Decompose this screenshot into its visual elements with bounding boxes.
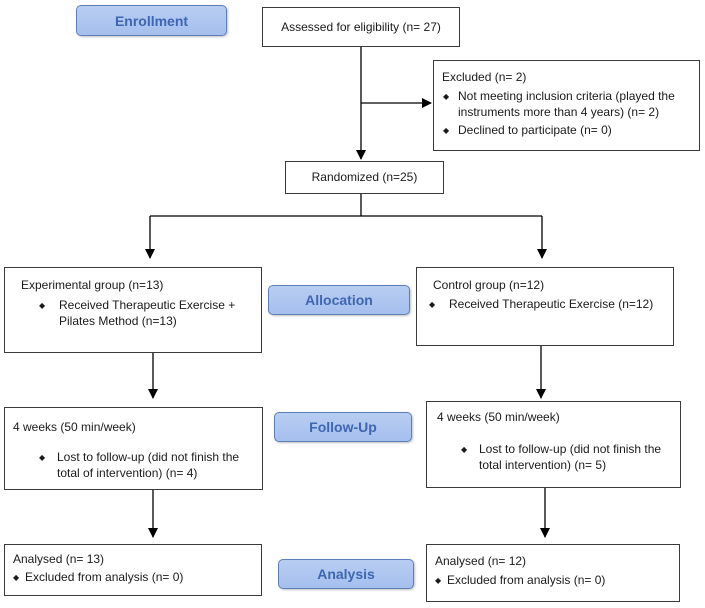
stage-allocation-label: Allocation: [305, 292, 373, 308]
excluded-title: Excluded (n= 2): [442, 70, 527, 84]
bullet-icon: ◆: [443, 92, 450, 101]
excluded-box: Excluded (n= 2) ◆ Not meeting inclusion …: [433, 60, 700, 151]
experimental-allocation-item-line-1: Received Therapeutic Exercise +: [59, 298, 236, 312]
control-excluded-analysis: Excluded from analysis (n= 0): [447, 573, 606, 587]
control-followup-box: 4 weeks (50 min/week) ◆ Lost to follow-u…: [426, 401, 681, 488]
experimental-excluded-analysis: Excluded from analysis (n= 0): [25, 570, 184, 584]
stage-enrollment: Enrollment: [76, 5, 227, 36]
control-followup-item-line-2: total intervention) (n= 5): [479, 458, 607, 472]
experimental-analysed: Analysed (n= 13): [13, 552, 105, 566]
bullet-icon: ◆: [39, 453, 46, 462]
bullet-icon: ◆: [13, 573, 20, 582]
assessed-text: Assessed for eligibility (n= 27): [281, 19, 441, 34]
assessed-box: Assessed for eligibility (n= 27): [262, 7, 460, 47]
control-analysis-box: Analysed (n= 12) ◆ Excluded from analysi…: [426, 544, 680, 602]
stage-analysis-label: Analysis: [317, 566, 375, 582]
control-followup-item-line-1: Lost to follow-up (did not finish the: [479, 442, 662, 456]
excluded-item-2: Declined to participate (n= 0): [458, 123, 612, 137]
experimental-allocation-item-line-2: Pilates Method (n=13): [59, 314, 177, 328]
experimental-followup-item-line-1: Lost to follow-up (did not finish the: [57, 450, 240, 464]
experimental-followup-title: 4 weeks (50 min/week): [13, 420, 136, 434]
bullet-icon: ◆: [429, 300, 436, 309]
experimental-allocation-title: Experimental group (n=13): [21, 278, 164, 292]
control-analysed: Analysed (n= 12): [435, 554, 527, 568]
bullet-icon: ◆: [461, 445, 468, 454]
bullet-icon: ◆: [443, 126, 450, 135]
control-allocation-box: Control group (n=12) ◆ Received Therapeu…: [416, 267, 674, 346]
stage-allocation: Allocation: [268, 285, 410, 315]
excluded-item-1-line-1: Not meeting inclusion criteria (played t…: [458, 89, 675, 103]
randomized-box: Randomized (n=25): [285, 161, 444, 194]
stage-follow-up: Follow-Up: [274, 412, 412, 442]
bullet-icon: ◆: [39, 301, 46, 310]
control-allocation-title: Control group (n=12): [433, 278, 545, 292]
stage-analysis: Analysis: [278, 559, 414, 589]
experimental-analysis-box: Analysed (n= 13) ◆ Excluded from analysi…: [4, 544, 262, 596]
experimental-followup-item-line-2: total of intervention) (n= 4): [57, 466, 198, 480]
experimental-followup-box: 4 weeks (50 min/week) ◆ Lost to follow-u…: [4, 407, 263, 490]
stage-follow-up-label: Follow-Up: [309, 419, 377, 435]
control-followup-title: 4 weeks (50 min/week): [437, 410, 560, 424]
stage-enrollment-label: Enrollment: [114, 12, 189, 29]
randomized-text: Randomized (n=25): [311, 170, 418, 184]
excluded-item-1-line-2: instruments more than 4 years) (n= 2): [458, 105, 660, 119]
experimental-allocation-box: Experimental group (n=13) ◆ Received The…: [4, 267, 262, 353]
control-allocation-item: Received Therapeutic Exercise (n=12): [449, 297, 654, 311]
bullet-icon: ◆: [435, 576, 442, 585]
